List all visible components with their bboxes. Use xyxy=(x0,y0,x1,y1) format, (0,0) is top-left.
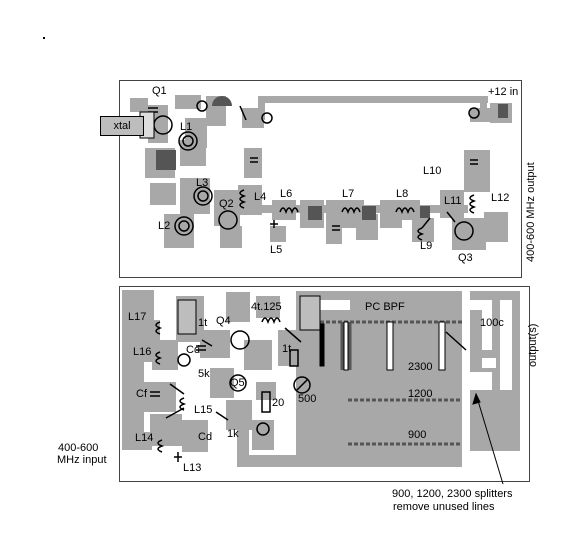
label-l8: L8 xyxy=(396,188,409,200)
label-q4: Q4 xyxy=(216,315,231,327)
stray-dot xyxy=(43,37,45,39)
label-l14: L14 xyxy=(135,432,154,444)
label-l4: L4 xyxy=(254,191,267,203)
label-500: 500 xyxy=(298,393,317,405)
label-l13: L13 xyxy=(183,462,202,474)
label-5k: 5k xyxy=(198,368,210,380)
label-l7: L7 xyxy=(342,188,355,200)
label-q1: Q1 xyxy=(152,85,167,97)
input-caption-line2: MHz input xyxy=(57,454,107,466)
label-1t-right: 1t xyxy=(282,343,292,355)
label-l1: L1 xyxy=(180,121,193,133)
label-l12: L12 xyxy=(491,192,510,204)
label-supply: +12 in xyxy=(488,86,519,98)
label-q5: Q5 xyxy=(230,377,245,389)
splitter-note-line2: remove unused lines xyxy=(393,501,495,513)
label-l9: L9 xyxy=(420,240,433,252)
label-1t-left: 1t xyxy=(198,317,208,329)
label-2300: 2300 xyxy=(408,361,433,373)
label-100c: 100c xyxy=(480,317,504,329)
label-l15: L15 xyxy=(194,404,213,416)
label-q2: Q2 xyxy=(219,198,234,210)
crystal-can: xtal xyxy=(100,116,144,136)
label-4t125: 4t.125 xyxy=(251,301,282,313)
label-cf: Cf xyxy=(136,388,147,400)
xtal-label: xtal xyxy=(113,120,131,132)
label-1200: 1200 xyxy=(408,388,433,400)
label-20: 20 xyxy=(272,397,285,409)
label-l11: L11 xyxy=(444,195,462,207)
label-cd-top: Cd xyxy=(186,344,201,356)
label-cd-bottom: Cd xyxy=(198,431,213,443)
label-l6: L6 xyxy=(280,188,293,200)
label-l3: L3 xyxy=(196,177,209,189)
amplifier-board xyxy=(119,286,530,482)
label-1k: 1k xyxy=(227,428,239,440)
label-l17: L17 xyxy=(128,311,147,323)
label-l10: L10 xyxy=(423,165,442,177)
label-l5: L5 xyxy=(270,244,283,256)
input-caption-line1: 400-600 xyxy=(58,442,99,454)
label-l16: L16 xyxy=(133,346,152,358)
output-caption-bottom: output(s) xyxy=(527,323,539,367)
label-q3: Q3 xyxy=(458,252,473,264)
oscillator-board xyxy=(119,80,522,278)
output-caption-top: 400-600 MHz output xyxy=(525,162,537,262)
label-pc-bpf: PC BPF xyxy=(365,301,405,313)
label-900: 900 xyxy=(408,429,427,441)
label-l2: L2 xyxy=(158,220,171,232)
splitter-note-line1: 900, 1200, 2300 splitters xyxy=(392,488,513,500)
